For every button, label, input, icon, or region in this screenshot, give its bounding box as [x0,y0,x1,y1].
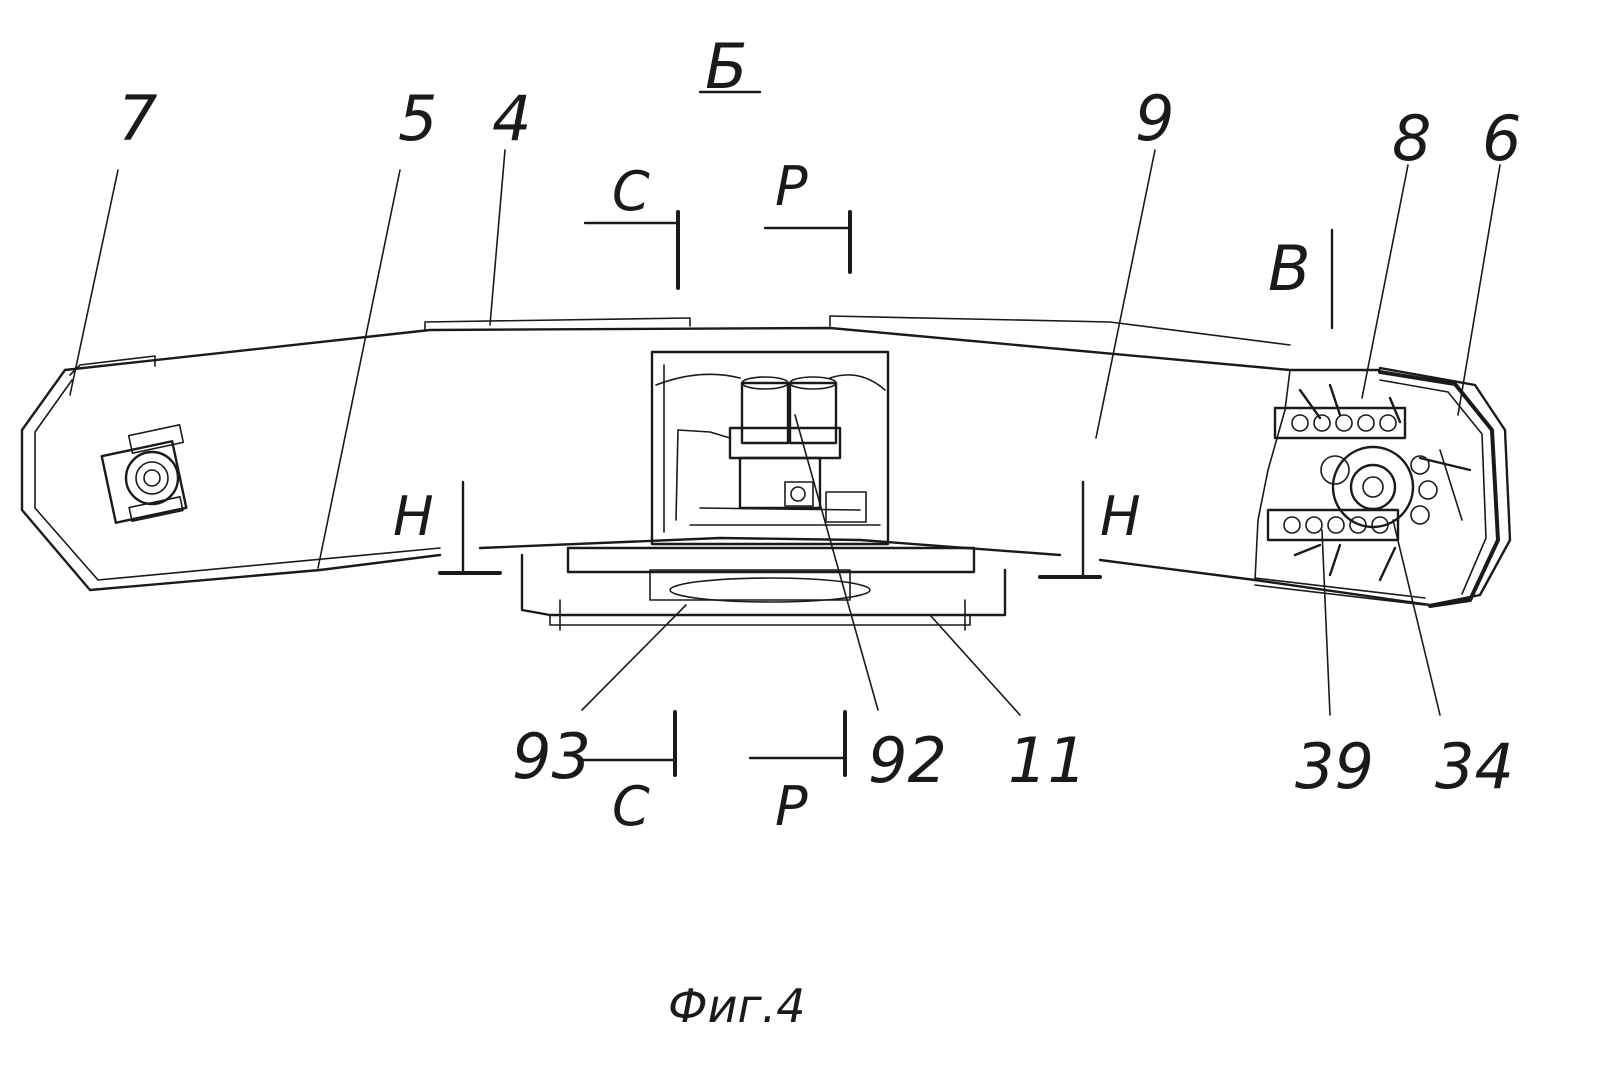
label-9: 9 [1135,82,1174,155]
svg-text:С: С [612,160,650,223]
section-p-top: Р [763,155,852,274]
label-92: 92 [868,724,947,797]
label-34: 34 [1435,730,1514,803]
section-h-right: Н [1038,480,1141,579]
svg-text:С: С [612,775,650,838]
svg-text:Н: Н [1100,485,1141,548]
turntable [520,546,1007,631]
svg-text:Р: Р [775,775,808,838]
housing-6 [1254,370,1500,608]
section-p-bottom: Р [748,710,847,838]
label-6: 6 [1482,102,1521,175]
boom-body [20,315,1512,607]
section-h-left: Н [393,480,502,575]
label-11: 11 [1008,724,1087,797]
label-8: 8 [1392,102,1431,175]
label-4: 4 [492,82,531,155]
left-hub [100,423,188,524]
figure-caption: Фиг.4 [668,979,806,1033]
right-sprocket-assembly [1254,369,1472,582]
svg-text:Р: Р [775,155,808,218]
central-drive [650,350,890,546]
leader-lines [69,149,1501,716]
svg-text:Н: Н [393,485,434,548]
label-7: 7 [118,82,157,155]
section-c-top: С [583,160,680,290]
view-arrow-b: В [1268,228,1334,330]
label-39: 39 [1295,730,1374,803]
label-5: 5 [398,82,437,155]
label-93: 93 [512,720,591,793]
section-c-bottom: С [578,710,677,838]
svg-text:В: В [1268,232,1311,305]
